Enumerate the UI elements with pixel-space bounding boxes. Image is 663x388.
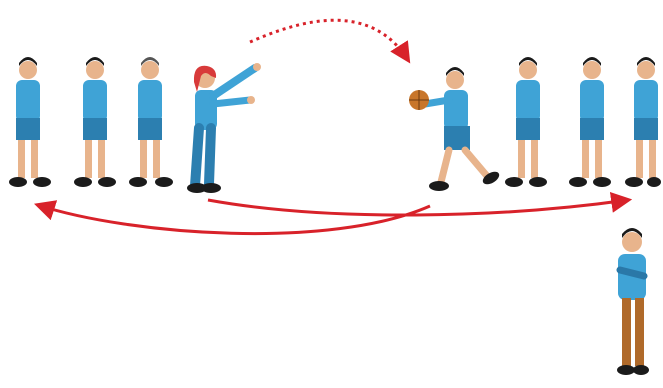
- student-left-3: [129, 57, 173, 187]
- passing-player: [187, 63, 261, 193]
- run-to-back-right-arrow: [208, 200, 628, 215]
- student-right-2: [569, 57, 611, 187]
- receiving-player: [425, 67, 501, 191]
- basketball-icon: [409, 90, 429, 110]
- coach-figure: [617, 228, 649, 375]
- student-right-3: [625, 57, 661, 187]
- run-to-back-left-arrow: [38, 205, 430, 234]
- student-right-1: [505, 57, 547, 187]
- student-left-2: [74, 57, 116, 187]
- student-left-1: [9, 57, 51, 187]
- pass-trajectory-arrow: [250, 20, 408, 60]
